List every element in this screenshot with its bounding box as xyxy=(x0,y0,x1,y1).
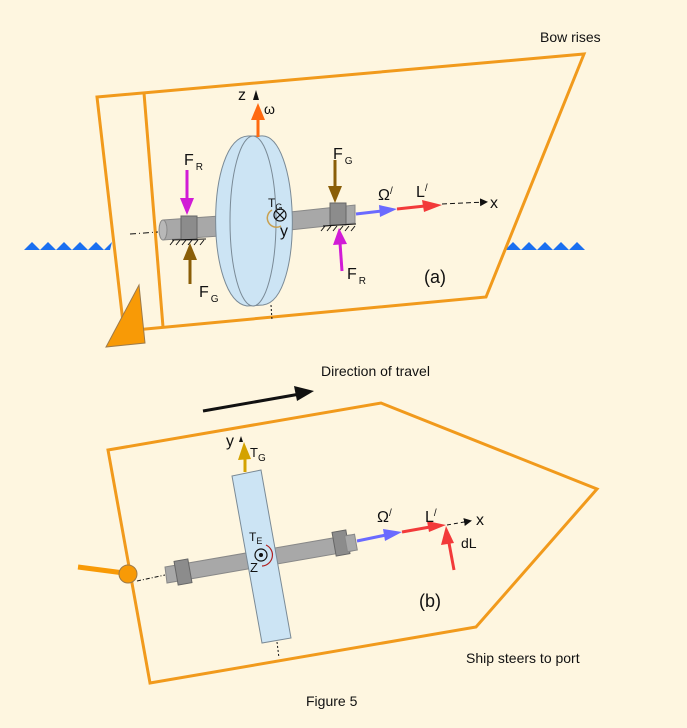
figure-caption: Figure 5 xyxy=(306,693,358,709)
direction-of-travel-label: Direction of travel xyxy=(321,363,430,379)
force-fg-left-arrow xyxy=(183,243,197,284)
force-fg-right-arrow xyxy=(328,160,342,203)
hull-b xyxy=(106,401,600,685)
precession-label-a: Ω/ xyxy=(378,186,393,204)
hull-a xyxy=(95,52,587,333)
momentum-label-a: L/ xyxy=(416,183,428,201)
ground-hatch-right xyxy=(320,223,357,232)
torque-te-label: TE xyxy=(249,530,262,546)
axis-z-label-b: Z xyxy=(250,560,258,575)
precession-omega-arrow xyxy=(355,205,397,217)
panel-b-label: (b) xyxy=(419,591,441,611)
bearing-right xyxy=(329,202,347,226)
momentum-l-arrow-b xyxy=(401,521,446,534)
centerline-b-left xyxy=(136,574,166,582)
tiller-b xyxy=(77,564,125,576)
rudder-pivot-b xyxy=(118,564,138,584)
bow-rises-label: Bow rises xyxy=(540,29,601,45)
centerline-a-bottom xyxy=(270,304,273,321)
flywheel-disk xyxy=(215,135,293,307)
centerline-a-left xyxy=(129,231,159,235)
ship-steers-label: Ship steers to port xyxy=(466,650,580,666)
torque-tg-arrow-b xyxy=(238,442,251,472)
precession-label-b: Ω/ xyxy=(377,508,392,526)
travel-arrow xyxy=(202,392,301,413)
delta-momentum-arrow xyxy=(441,526,456,571)
torque-te-icon xyxy=(254,544,274,567)
axis-y-label-b: y xyxy=(226,433,234,450)
torque-tg-icon xyxy=(266,208,287,228)
rudder-a xyxy=(105,283,146,348)
panel-a: Bow rises z ω FR FG FG FR TG y Ω/ L/ x (… xyxy=(24,29,601,348)
z-axis-tip-icon xyxy=(253,90,259,100)
momentum-l-arrow xyxy=(396,200,442,212)
torque-tg-label: TG xyxy=(268,196,282,212)
delta-momentum-label: dL xyxy=(461,535,477,551)
omega-spin-arrow xyxy=(251,103,265,137)
panel-b: y TG TE Z Ω/ L/ x dL (b) Ship steers to … xyxy=(77,401,600,685)
transom-line xyxy=(142,92,165,328)
ground-hatch-left xyxy=(169,238,207,246)
y-axis-tip-icon xyxy=(239,436,243,442)
force-fr-right-arrow xyxy=(333,228,347,272)
torque-tg-label-b: TG xyxy=(250,445,266,464)
axis-x-label-a: x xyxy=(490,195,498,212)
centerline-b-bottom xyxy=(276,641,280,659)
x-axis-a xyxy=(441,198,488,207)
travel-arrowhead-icon xyxy=(294,386,314,401)
axis-y-label-a: y xyxy=(280,223,288,240)
panel-a-label: (a) xyxy=(424,267,446,287)
bearing-left xyxy=(180,215,198,241)
axis-x-label-b: x xyxy=(476,512,484,529)
precession-omega-arrow-b xyxy=(356,529,402,543)
momentum-label-b: L/ xyxy=(425,508,437,526)
x-axis-b xyxy=(446,518,472,526)
axis-z-label: z xyxy=(238,87,246,104)
force-fr-left-arrow xyxy=(180,170,194,215)
water-right-icon xyxy=(505,242,591,250)
omega-label: ω xyxy=(264,101,275,117)
travel-indicator: Direction of travel xyxy=(202,363,430,413)
water-left-icon xyxy=(24,242,112,250)
